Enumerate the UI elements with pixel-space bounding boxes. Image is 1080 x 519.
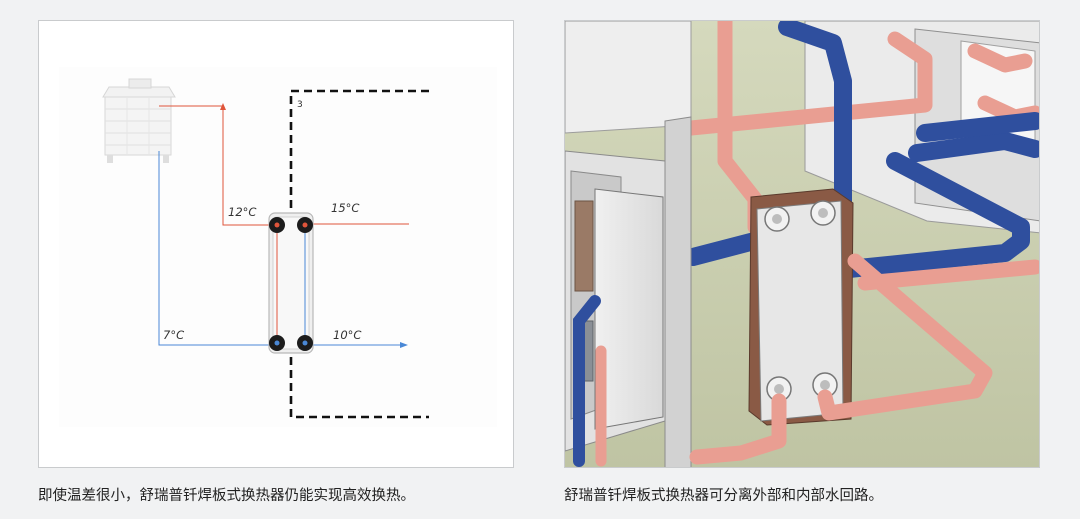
left-caption: 即使温差很小，舒瑞普钎焊板式换热器仍能实现高效换热。 xyxy=(38,488,415,504)
hot-water-lines xyxy=(159,105,409,226)
left-wall-top xyxy=(565,21,692,134)
schematic-panel: 3 12°C 15°C 7°C 10°C xyxy=(38,20,514,468)
hot-pipes-front xyxy=(689,253,1039,465)
exchanger-port-bottom-left xyxy=(269,335,285,351)
heat-exchanger-3d xyxy=(748,188,854,426)
piping-render-panel xyxy=(564,20,1040,468)
exchanger-port-bottom-right xyxy=(297,335,313,351)
boundary-mark: 3 xyxy=(297,100,303,110)
center-wall xyxy=(664,116,692,467)
heat-exchanger-icon xyxy=(268,212,314,354)
cold-water-lines xyxy=(158,151,401,346)
cold-pipes-left xyxy=(573,295,601,467)
cold-out-temp-label: 10°C xyxy=(333,328,361,342)
hot-arrow-icon xyxy=(220,103,226,110)
hot-out-temp-label: 15°C xyxy=(331,201,359,215)
exchanger-port-top-left xyxy=(269,217,285,233)
schematic-diagram: 3 12°C 15°C 7°C 10°C xyxy=(59,67,497,427)
exchanger-port-top-right xyxy=(297,217,313,233)
cold-arrow-icon xyxy=(400,342,408,348)
hot-in-temp-label: 12°C xyxy=(228,205,256,219)
cold-in-temp-label: 7°C xyxy=(163,328,184,342)
right-caption: 舒瑞普钎焊板式换热器可分离外部和内部水回路。 xyxy=(564,488,883,504)
system-boundary-dashed xyxy=(289,89,429,419)
exchanger-port-upper xyxy=(764,200,836,232)
piping-render-illustration xyxy=(565,21,1039,467)
left-equipment-box xyxy=(565,150,666,452)
cooling-tower-icon xyxy=(102,78,176,163)
